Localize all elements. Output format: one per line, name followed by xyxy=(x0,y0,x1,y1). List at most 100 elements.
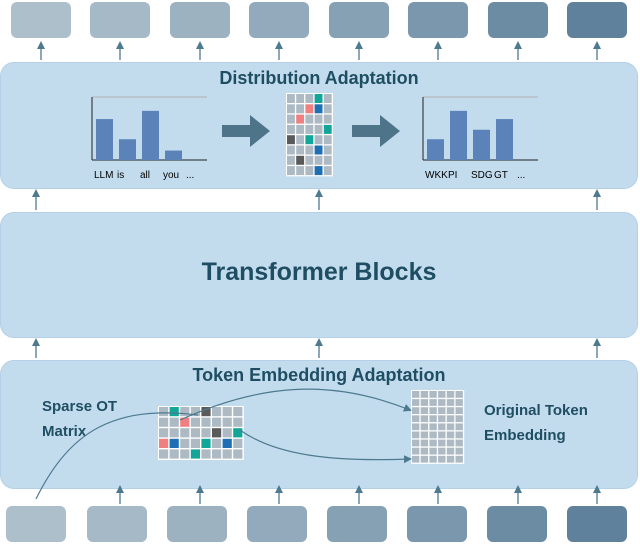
orig-matrix-cell xyxy=(412,407,420,414)
dist-matrix-cell xyxy=(314,155,323,165)
orig-matrix-cell xyxy=(412,431,420,439)
orig-matrix-cell xyxy=(412,391,420,398)
orig-matrix-cell xyxy=(446,399,455,406)
orig-matrix-cell xyxy=(438,415,446,423)
output-token xyxy=(90,2,150,38)
chart-bar xyxy=(119,139,136,160)
orig-matrix-cell xyxy=(412,423,420,431)
chart-bar xyxy=(96,119,113,160)
output-token xyxy=(329,2,389,38)
ot-matrix-cell xyxy=(169,449,179,459)
chart-tick-label: SDG xyxy=(471,170,493,181)
output-token xyxy=(11,2,71,38)
dist-matrix-cell xyxy=(287,135,295,145)
ot-matrix-cell xyxy=(180,438,190,448)
ot-matrix-cell xyxy=(201,449,211,459)
transformer-blocks-panel: Transformer Blocks xyxy=(0,212,638,338)
orig-matrix-cell xyxy=(455,431,463,439)
orig-matrix-cell xyxy=(429,447,437,455)
orig-matrix-cell xyxy=(438,447,446,455)
orig-matrix-cell xyxy=(420,455,429,463)
orig-matrix-cell xyxy=(446,415,455,423)
dist-matrix-cell xyxy=(314,94,323,103)
output-token xyxy=(567,2,627,38)
ot-matrix-cell xyxy=(190,438,200,448)
ot-matrix-cell xyxy=(212,449,222,459)
dist-matrix-cell xyxy=(323,124,332,134)
dist-matrix-cell xyxy=(296,114,305,124)
ot-matrix-cell xyxy=(233,428,243,438)
dist-matrix-cell xyxy=(323,145,332,155)
sparse-ot-label-line2: Matrix xyxy=(42,423,87,440)
original-embedding-matrix xyxy=(411,390,465,464)
ot-matrix-cell xyxy=(180,428,190,438)
dist-matrix-cell xyxy=(305,155,314,165)
ot-matrix-cell xyxy=(201,417,211,427)
orig-matrix-cell xyxy=(429,423,437,431)
dist-matrix-cell xyxy=(314,166,323,176)
ot-matrix-cell xyxy=(212,407,222,417)
orig-matrix-cell xyxy=(420,447,429,455)
ot-matrix-cell xyxy=(222,449,232,459)
ot-matrix-cell xyxy=(190,449,200,459)
orig-matrix-cell xyxy=(429,391,437,398)
chart-tick-label: GT xyxy=(494,170,508,181)
dist-matrix-cell xyxy=(287,94,295,103)
orig-matrix-cell xyxy=(455,415,463,423)
input-token xyxy=(87,506,147,542)
sparse-ot-label-line1: Sparse OT xyxy=(42,398,118,415)
orig-matrix-cell xyxy=(446,455,455,463)
orig-matrix-cell xyxy=(412,399,420,406)
distribution-ot-matrix xyxy=(286,93,333,177)
orig-matrix-cell xyxy=(446,423,455,431)
input-token xyxy=(407,506,467,542)
ot-matrix-cell xyxy=(190,407,200,417)
ot-matrix-cell xyxy=(212,428,222,438)
chart-tick-label: WKK xyxy=(425,170,448,181)
ot-matrix-cell xyxy=(222,407,232,417)
chart-tick-label: is xyxy=(117,170,125,181)
orig-matrix-cell xyxy=(438,399,446,406)
ot-matrix-cell xyxy=(201,438,211,448)
dist-matrix-cell xyxy=(323,114,332,124)
ot-matrix-cell xyxy=(169,407,179,417)
chart-bar xyxy=(142,110,159,160)
ot-matrix-cell xyxy=(190,417,200,427)
dist-matrix-cell xyxy=(305,124,314,134)
ot-matrix-cell xyxy=(169,417,179,427)
ot-matrix-cell xyxy=(180,417,190,427)
orig-matrix-cell xyxy=(438,407,446,414)
orig-matrix-cell xyxy=(420,423,429,431)
dist-matrix-cell xyxy=(296,104,305,114)
dist-matrix-cell xyxy=(296,124,305,134)
ot-matrix-cell xyxy=(233,438,243,448)
chart-bar xyxy=(473,129,490,160)
ot-matrix-cell xyxy=(222,417,232,427)
output-token xyxy=(408,2,468,38)
orig-matrix-cell xyxy=(429,407,437,414)
orig-matrix-cell xyxy=(429,455,437,463)
dist-matrix-cell xyxy=(305,104,314,114)
dist-matrix-cell xyxy=(314,124,323,134)
chart-tick-label: you xyxy=(163,170,180,181)
orig-matrix-cell xyxy=(455,399,463,406)
output-token xyxy=(488,2,548,38)
chart-tick-label: ... xyxy=(186,170,195,181)
dist-matrix-cell xyxy=(296,94,305,103)
output-token xyxy=(249,2,309,38)
orig-matrix-cell xyxy=(412,447,420,455)
orig-matrix-cell xyxy=(438,455,446,463)
dist-matrix-cell xyxy=(305,114,314,124)
orig-matrix-cell xyxy=(446,447,455,455)
orig-matrix-cell xyxy=(429,431,437,439)
dist-matrix-cell xyxy=(287,114,295,124)
dist-matrix-cell xyxy=(314,104,323,114)
chart-bar xyxy=(450,110,467,160)
dist-matrix-cell xyxy=(305,135,314,145)
orig-matrix-cell xyxy=(412,455,420,463)
orig-matrix-cell xyxy=(420,439,429,447)
right-bar-chart xyxy=(422,96,538,161)
orig-matrix-cell xyxy=(420,399,429,406)
orig-matrix-cell xyxy=(420,391,429,398)
ot-matrix-cell xyxy=(212,417,222,427)
